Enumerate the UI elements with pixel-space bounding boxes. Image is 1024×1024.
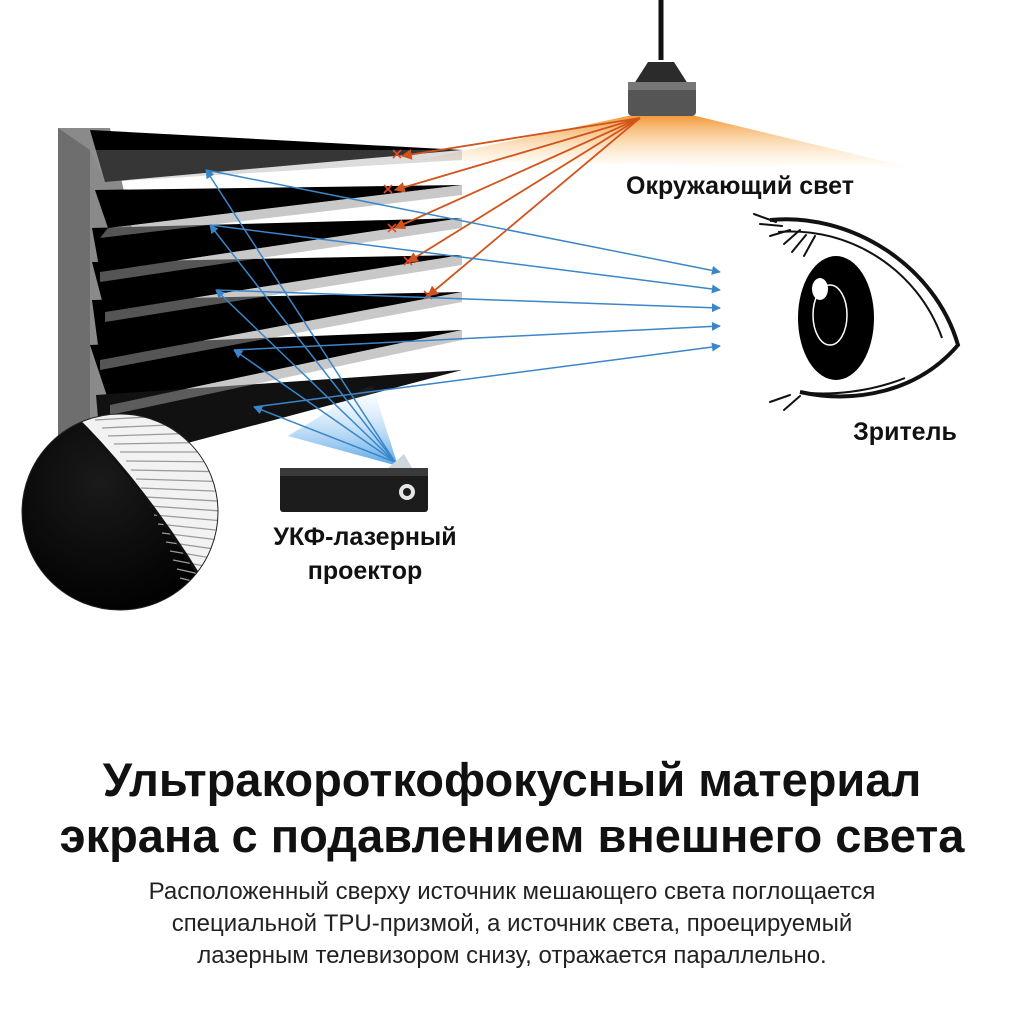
headline: Ультракороткофокусный материал экрана с … <box>0 752 1024 864</box>
label-projector-line1: УКФ-лазерный <box>273 523 457 551</box>
label-projector: УКФ-лазерный проектор <box>220 520 510 588</box>
x-mark-icon <box>392 149 402 159</box>
ambient-ray <box>407 117 641 263</box>
description-line3: лазерным телевизором снизу, отражается п… <box>197 942 827 969</box>
description-line1: Расположенный сверху источник мешающего … <box>148 878 876 905</box>
ambient-light-rays <box>393 117 641 297</box>
projector-rays-up <box>205 169 396 463</box>
headline-line1: Ультракороткофокусный материал <box>102 753 922 806</box>
projector-icon <box>280 454 428 512</box>
eye-icon <box>753 213 961 411</box>
description-line2: специальной TPU-призмой, а источник свет… <box>171 910 853 937</box>
label-viewer: Зритель <box>853 418 957 446</box>
screen-surface-magnifier <box>21 413 219 611</box>
label-projector-line2: проектор <box>307 557 423 585</box>
ceiling-lamp-icon <box>628 0 696 116</box>
screen-material-diagram <box>21 0 961 611</box>
ambient-ray <box>393 117 641 193</box>
x-mark-icon <box>383 184 393 194</box>
projector-ray <box>205 169 396 463</box>
projector-ray <box>253 405 396 463</box>
description: Расположенный сверху источник мешающего … <box>40 876 984 972</box>
reflected-ray <box>209 224 721 294</box>
reflected-ray <box>233 321 721 351</box>
ambient-ray <box>400 117 641 160</box>
ambient-ray <box>394 117 641 229</box>
reflected-rays <box>205 169 721 408</box>
ambient-ray <box>427 117 641 297</box>
projector-ray <box>215 289 396 463</box>
reflected-ray <box>205 169 721 275</box>
absorbed-marks <box>383 149 433 300</box>
headline-line2: экрана с подавлением внешнего света <box>59 809 965 862</box>
ambient-light-glow <box>420 116 920 170</box>
reflected-ray <box>215 289 721 313</box>
reflected-ray <box>253 342 721 408</box>
x-mark-icon <box>387 223 397 233</box>
label-ambient-light: Окружающий свет <box>626 172 854 200</box>
alr-screen-icon <box>58 128 462 445</box>
projector-ray <box>209 224 396 463</box>
x-mark-icon <box>403 256 413 266</box>
projector-ray <box>233 349 396 463</box>
